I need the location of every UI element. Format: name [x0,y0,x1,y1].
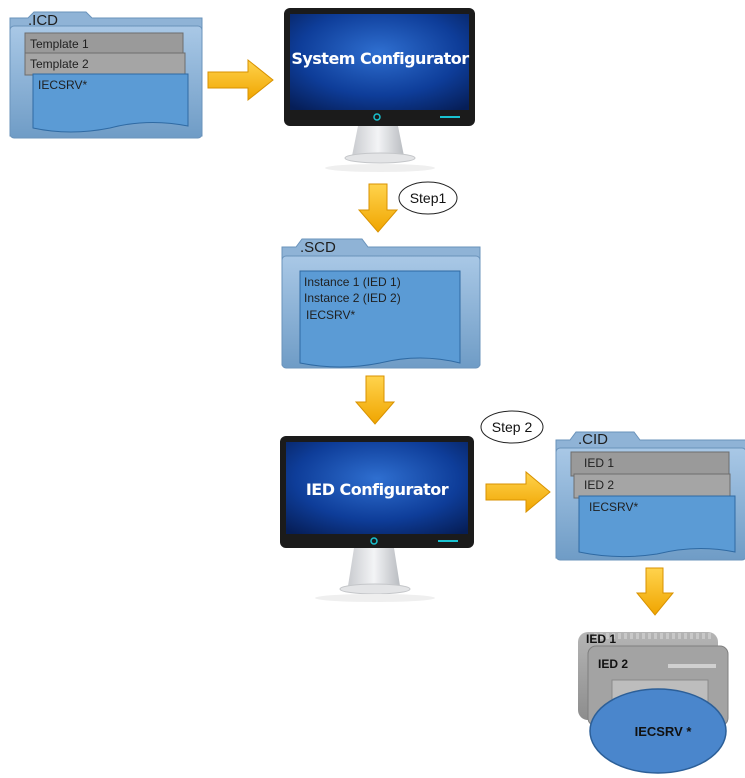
power-icon [370,537,378,545]
arrow-right-icon [207,58,274,102]
device-ied-1-label: IED 1 [586,632,616,646]
cid-item-iecsrv: IECSRV* [589,500,638,514]
arrow-down-icon [635,567,675,616]
step2-bubble [480,410,544,444]
cid-ied-2-card [573,473,731,499]
ied-configurator-monitor: IED Configurator [280,436,474,602]
system-configurator-monitor: System Configurator [284,8,475,172]
arrow-right-icon [485,470,551,514]
icd-item-iecsrv: IECSRV* [38,78,87,92]
scd-document-card [299,270,461,368]
scd-extension-label: .SCD [300,239,336,256]
ied-configurator-screen [286,442,468,534]
icd-folder: .ICD Template 1 Template 2 IECSRV* [9,11,203,139]
cid-extension-label: .CID [578,431,608,448]
ied-device-stack: IED 1 IED 2 IECSRV * [578,632,729,774]
scd-folder: .SCD Instance 1 (IED 1) Instance 2 (IED … [281,238,481,369]
cid-ied-1-card [570,451,730,477]
step1-bubble [398,181,458,215]
arrow-down-icon [357,183,399,233]
device-iecsrv-label: IECSRV * [635,724,693,739]
power-icon [373,113,381,121]
step1-label: Step1 [410,190,447,206]
step2-label: Step 2 [492,419,533,435]
system-configurator-label: System Configurator [291,49,469,68]
icd-iecsrv-card [32,73,189,133]
cid-item-ied-2: IED 2 [584,478,614,492]
scd-item-iecsrv: IECSRV* [306,308,355,322]
cid-iecsrv-card [578,495,736,558]
icd-item-template-1: Template 1 [30,37,89,51]
device-ied-2-label: IED 2 [598,657,628,671]
arrow-down-icon [354,375,396,425]
cid-item-ied-1: IED 1 [584,456,614,470]
iecsrv-server-ellipse [589,688,727,774]
scd-item-instance-1: Instance 1 (IED 1) [304,275,401,289]
icd-item-template-2: Template 2 [30,57,89,71]
cid-folder: .CID IED 1 IED 2 IECSRV* [555,431,745,561]
icd-extension-label: .ICD [28,12,58,29]
scd-item-instance-2: Instance 2 (IED 2) [304,291,401,305]
ied-configurator-label: IED Configurator [306,480,449,499]
system-configurator-screen [290,14,469,110]
